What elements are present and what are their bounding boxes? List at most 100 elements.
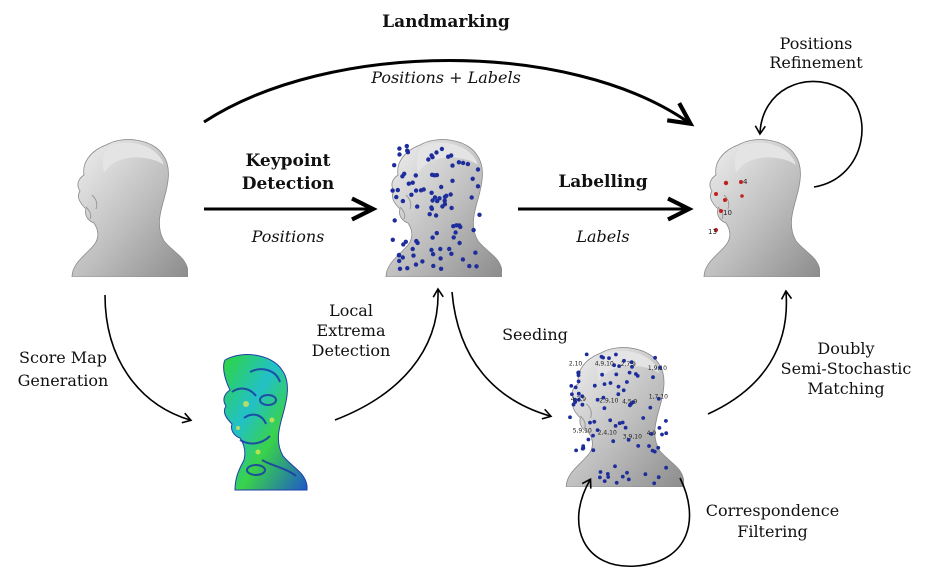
point-dot bbox=[410, 246, 415, 252]
point-dot bbox=[448, 192, 453, 197]
point-dot bbox=[652, 481, 657, 486]
point-dot bbox=[432, 195, 438, 200]
doubly-matching-line3: Matching bbox=[807, 379, 885, 398]
point-dot bbox=[576, 370, 581, 375]
local-extrema-line3: Detection bbox=[311, 341, 391, 360]
point-dot bbox=[602, 382, 607, 386]
point-dot bbox=[602, 406, 607, 411]
point-dot bbox=[467, 263, 472, 269]
matching-arrow bbox=[707, 289, 793, 415]
seed-tag: 2,4,10 bbox=[598, 429, 617, 436]
point-dot bbox=[569, 384, 574, 388]
point-dot bbox=[636, 444, 641, 448]
point-dot bbox=[434, 230, 439, 236]
point-dot bbox=[577, 397, 581, 402]
seed-tag: 4,7,9 bbox=[571, 396, 586, 403]
point-dot bbox=[400, 255, 405, 260]
keypoint-detection-title-line1: Keypoint bbox=[245, 151, 331, 171]
point-dot bbox=[630, 365, 634, 369]
point-dot bbox=[451, 235, 456, 240]
point-dot bbox=[616, 384, 621, 389]
point-dot bbox=[413, 173, 418, 178]
point-dot bbox=[621, 388, 626, 393]
point-dot bbox=[576, 391, 581, 396]
local-extrema-arrow bbox=[334, 287, 444, 421]
point-dot bbox=[611, 439, 616, 444]
landmarking-subtitle: Positions + Labels bbox=[371, 68, 521, 87]
point-dot bbox=[570, 392, 574, 397]
point-dot bbox=[438, 256, 443, 261]
point-dot bbox=[588, 420, 592, 425]
point-dot bbox=[586, 437, 591, 442]
point-dot bbox=[431, 263, 436, 269]
point-dot bbox=[631, 400, 635, 405]
point-dot bbox=[652, 449, 657, 454]
seed-tag: 4,5,9 bbox=[622, 398, 637, 405]
point-dot bbox=[405, 148, 410, 153]
point-dot bbox=[606, 475, 611, 479]
point-dot bbox=[430, 252, 436, 257]
point-dot bbox=[406, 181, 411, 186]
point-dot bbox=[429, 190, 434, 195]
point-dot bbox=[470, 176, 475, 181]
point-dot bbox=[396, 253, 402, 258]
point-dot bbox=[449, 205, 454, 211]
keypoint-detection-title-line2: Detection bbox=[241, 174, 335, 194]
seed-tag: 2,9,10 bbox=[599, 398, 618, 405]
point-dot bbox=[390, 188, 395, 193]
point-dot bbox=[429, 153, 434, 158]
point-dot bbox=[435, 198, 440, 204]
point-dot bbox=[477, 212, 482, 217]
point-dot bbox=[430, 235, 435, 240]
point-dot bbox=[457, 240, 462, 246]
point-dot bbox=[433, 213, 439, 218]
point-dot bbox=[413, 188, 419, 193]
point-dot bbox=[397, 266, 403, 271]
labelling-subtitle: Labels bbox=[576, 227, 630, 246]
point-dot bbox=[413, 262, 419, 267]
point-dot bbox=[613, 424, 618, 428]
point-dot bbox=[629, 360, 634, 365]
score-map-generation-line2: Generation bbox=[17, 371, 109, 390]
point-dot bbox=[475, 184, 481, 189]
keypoint-dots bbox=[390, 143, 482, 271]
point-dot bbox=[614, 372, 619, 377]
point-dot bbox=[402, 171, 407, 176]
point-dot bbox=[573, 397, 577, 402]
point-dot bbox=[595, 428, 600, 432]
point-dot bbox=[643, 472, 648, 477]
filtering-loop-arrow bbox=[577, 477, 691, 567]
point-dot bbox=[420, 259, 425, 264]
seed-tag: 1,9,10 bbox=[648, 365, 667, 372]
point-dot bbox=[434, 150, 439, 155]
landmarking-arrow bbox=[203, 59, 695, 127]
point-dot bbox=[622, 358, 626, 363]
point-dot bbox=[626, 477, 631, 482]
point-dot bbox=[573, 385, 578, 390]
point-dot bbox=[456, 160, 462, 165]
point-dot bbox=[392, 218, 397, 223]
seed-tag: 4,9,10 bbox=[595, 360, 614, 367]
point-dot bbox=[410, 180, 415, 185]
point-dot bbox=[600, 372, 604, 377]
point-dot bbox=[635, 374, 640, 378]
point-dot bbox=[656, 475, 661, 480]
score-map-generation-line1: Score Map bbox=[19, 348, 107, 367]
doubly-matching-line1: Doubly bbox=[817, 339, 875, 358]
labelling-title: Labelling bbox=[558, 172, 648, 192]
point-dot bbox=[657, 426, 662, 430]
point-dot bbox=[427, 212, 432, 217]
point-dot bbox=[612, 363, 616, 368]
point-dot bbox=[397, 146, 402, 151]
point-dot bbox=[641, 416, 646, 420]
point-dot bbox=[429, 247, 434, 253]
point-dot bbox=[580, 394, 585, 399]
point-dot bbox=[475, 167, 481, 172]
landmark-head-scan bbox=[703, 139, 820, 277]
keypoint-detection-subtitle: Positions bbox=[251, 227, 325, 246]
seed-tag: 3,9,10 bbox=[623, 434, 642, 441]
point-dot bbox=[664, 431, 669, 436]
